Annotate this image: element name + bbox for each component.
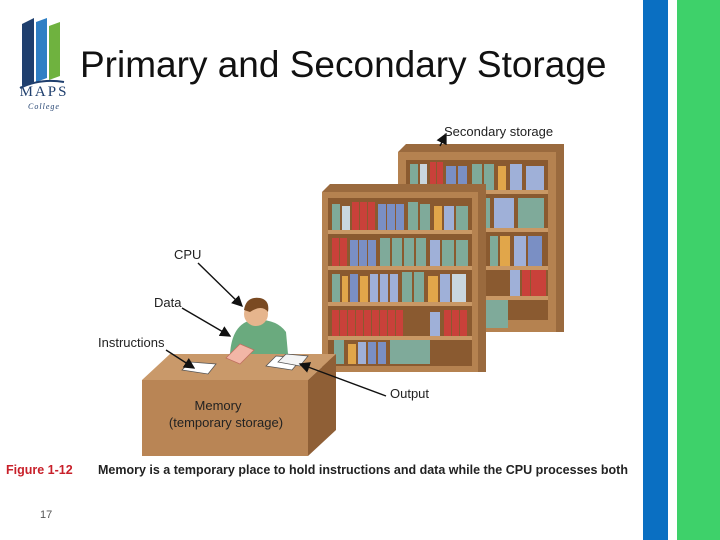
maps-college-logo-icon — [19, 18, 65, 89]
front-bookshelf — [322, 184, 486, 372]
person-cpu — [225, 297, 288, 365]
figure-caption-text: Memory is a temporary place to hold inst… — [98, 463, 628, 477]
storage-diagram: Secondary storage CPU Data Instructions … — [98, 124, 564, 456]
label-memory: Memory — [195, 398, 242, 413]
label-output: Output — [390, 386, 429, 401]
page-number: 17 — [40, 509, 53, 521]
logo-name: MAPS — [19, 84, 69, 100]
logo-subtitle: College — [28, 102, 60, 111]
figure-caption: Figure 1-12 Memory is a temporary place … — [6, 463, 628, 477]
label-memory-sub: (temporary storage) — [169, 415, 283, 430]
slide-title: Primary and Secondary Storage — [80, 44, 607, 85]
label-instructions: Instructions — [98, 335, 165, 350]
figure-number: Figure 1-12 — [6, 463, 73, 477]
accent-bar-green — [677, 0, 720, 540]
accent-bar-blue — [643, 0, 668, 540]
label-cpu: CPU — [174, 247, 201, 262]
diagram-arrows — [165, 132, 447, 397]
label-secondary-storage: Secondary storage — [444, 124, 553, 139]
desk — [142, 353, 336, 456]
label-data: Data — [154, 295, 182, 310]
